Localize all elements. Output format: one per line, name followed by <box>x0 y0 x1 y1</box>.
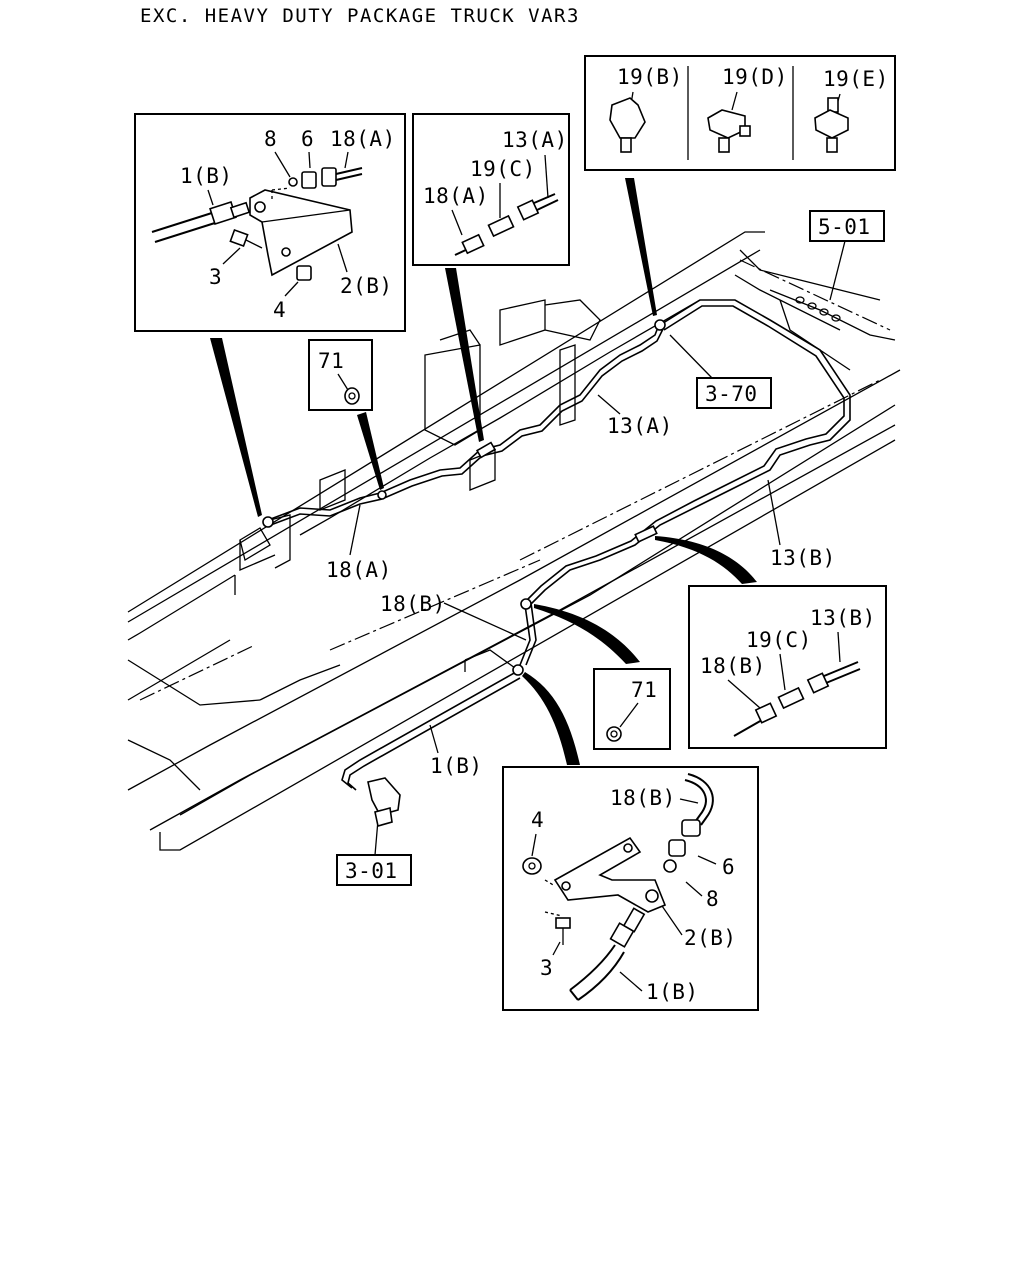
brake-pipe-18b <box>519 602 537 666</box>
ref-5-01[interactable]: 5-01 <box>809 210 885 301</box>
b-label-18b: 18(B) <box>610 786 676 810</box>
tl-label-3: 3 <box>209 265 222 289</box>
label-13b-main: 13(B) <box>770 546 836 570</box>
u71-label: 71 <box>318 349 344 373</box>
mr-label-13b: 13(B) <box>810 606 876 630</box>
mr-label-19c: 19(C) <box>746 628 812 652</box>
chassis-frame <box>127 231 901 851</box>
b-label-4: 4 <box>531 808 544 832</box>
label-1b-main: 1(B) <box>430 754 483 778</box>
tl-label-2b: 2(B) <box>340 274 393 298</box>
detail-top-right: 19(B) 19(D) 19(E) <box>584 55 896 171</box>
label-18b-main: 18(B) <box>380 592 446 616</box>
tl-label-6: 6 <box>301 127 314 151</box>
b-label-3: 3 <box>540 956 553 980</box>
label-13a-main: 13(A) <box>607 414 673 438</box>
tm-label-19c: 19(C) <box>470 157 536 181</box>
label-18a-main: 18(A) <box>326 558 392 582</box>
tl-label-18a: 18(A) <box>330 127 396 151</box>
mr-label-18b: 18(B) <box>700 654 766 678</box>
ref-3-70[interactable]: 3-70 <box>669 334 772 409</box>
b-label-2b: 2(B) <box>684 926 737 950</box>
pointer-wedges <box>210 178 757 765</box>
tr-label-19b: 19(B) <box>617 65 683 89</box>
svg-text:3-01: 3-01 <box>345 859 398 883</box>
detail-bottom: 18(B) 4 6 8 2(B) 3 1(B) <box>502 766 759 1011</box>
tr-label-19d: 19(D) <box>722 65 788 89</box>
brake-pipe-13b <box>525 299 851 606</box>
tl-label-8: 8 <box>264 127 277 151</box>
tm-label-18a: 18(A) <box>423 184 489 208</box>
b-label-6: 6 <box>722 855 735 879</box>
brake-pipe-13a <box>267 321 665 527</box>
tl-label-1b: 1(B) <box>180 164 233 188</box>
ref-3-01[interactable]: 3-01 <box>336 777 412 886</box>
tl-label-4: 4 <box>273 298 286 322</box>
detail-top-left: 8 6 18(A) 1(B) 3 2(B) 4 <box>134 113 406 332</box>
detail-71-upper: 71 <box>308 339 373 411</box>
detail-top-mid: 13(A) 19(C) 18(A) <box>412 113 570 266</box>
brake-hose-1b <box>341 649 521 791</box>
tm-label-13a: 13(A) <box>502 128 568 152</box>
l71-label: 71 <box>631 678 657 702</box>
svg-text:5-01: 5-01 <box>818 215 871 239</box>
detail-71-lower: 71 <box>593 668 671 750</box>
svg-text:3-70: 3-70 <box>705 382 758 406</box>
diagram-title: EXC. HEAVY DUTY PACKAGE TRUCK VAR3 <box>140 5 580 27</box>
pipe-joints <box>262 319 666 676</box>
tr-label-19e: 19(E) <box>823 67 889 91</box>
detail-mid-right: 13(B) 19(C) 18(B) <box>688 585 887 749</box>
b-label-1b: 1(B) <box>646 980 699 1004</box>
b-label-8: 8 <box>706 887 719 911</box>
